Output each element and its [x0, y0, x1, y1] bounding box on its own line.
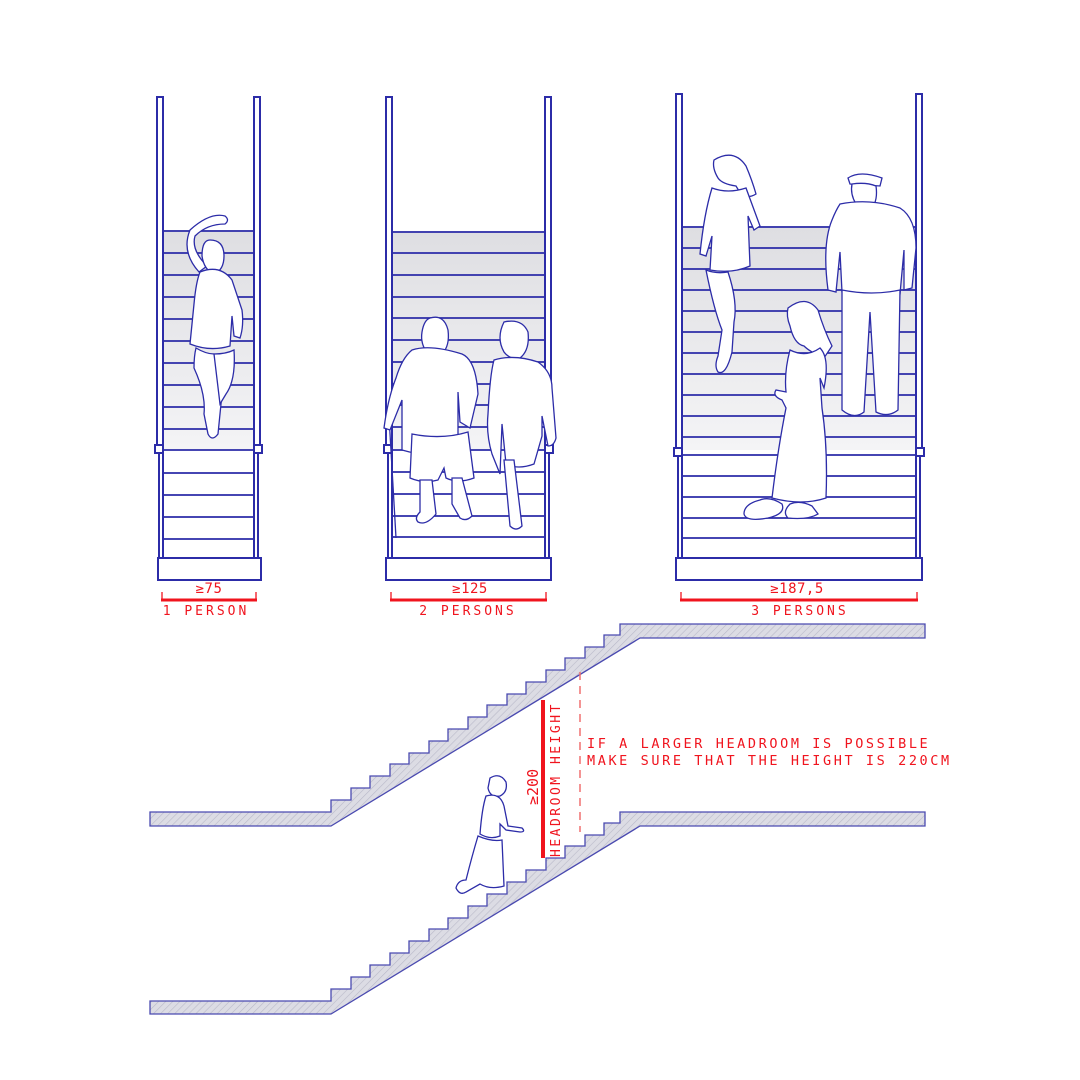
headroom-note-line-2: MAKE SURE THAT THE HEIGHT IS 220CM [587, 753, 952, 769]
caption-1-person: 1 PERSON [162, 604, 250, 619]
stair-section [149, 623, 926, 1015]
man-with-cane-figure [383, 316, 479, 539]
caption-2-persons: 2 PERSONS [419, 604, 517, 619]
woman-leaning-figure [699, 154, 761, 374]
headroom-note-line-1: IF A LARGER HEADROOM IS POSSIBLE [587, 736, 931, 752]
woman-arm-raised-figure [186, 214, 244, 439]
width-label-3-persons: ≥187,5 [770, 581, 824, 597]
dimension-lines [161, 592, 918, 602]
caption-3-persons: 3 PERSONS [751, 604, 849, 619]
stair-plan-1-person [154, 96, 263, 581]
headroom-value: ≥200 [524, 768, 542, 805]
width-label-1-person: ≥75 [195, 581, 223, 597]
stair-plan-2-persons [383, 96, 557, 581]
woman-holding-hands-figure [486, 320, 557, 530]
woman-long-dress-figure [743, 300, 833, 520]
headroom-label: HEADROOM HEIGHT [549, 702, 564, 857]
man-with-cap-figure [825, 173, 917, 417]
stair-plan-3-persons [673, 93, 925, 581]
width-label-2-persons: ≥125 [452, 581, 488, 597]
headroom-dimension [541, 672, 581, 858]
elderly-woman-climbing-figure [455, 775, 525, 894]
